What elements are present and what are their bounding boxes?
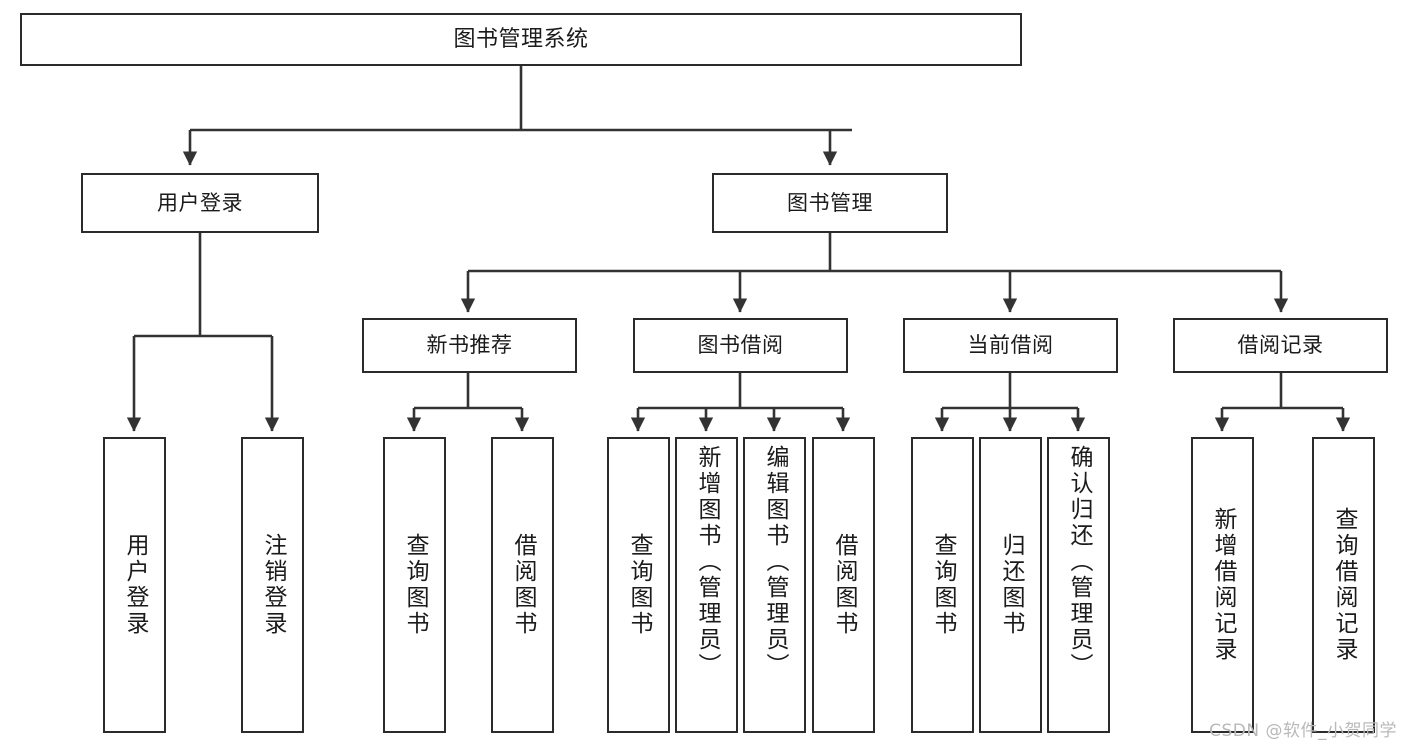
node-new-book-recommendation[interactable]: 新书推荐 <box>362 318 577 373</box>
node-label: 图书管理系统 <box>453 26 589 52</box>
leaf-query-books-current[interactable]: 查询图书 <box>911 437 974 733</box>
leaf-logout[interactable]: 注销登录 <box>241 437 304 733</box>
node-label: 借阅图书 <box>831 533 857 637</box>
leaf-query-borrow-record[interactable]: 查询借阅记录 <box>1312 437 1375 733</box>
leaf-query-books-new-recommendation[interactable]: 查询图书 <box>383 437 446 733</box>
node-label: 确认归还（管理员） <box>1066 445 1092 679</box>
node-label: 新增图书（管理员） <box>694 445 720 679</box>
node-current-borrowing[interactable]: 当前借阅 <box>903 318 1118 373</box>
node-label: 用户登录 <box>122 533 148 637</box>
node-label: 用户登录 <box>157 190 243 215</box>
leaf-return-books[interactable]: 归还图书 <box>979 437 1042 733</box>
leaf-add-borrow-record[interactable]: 新增借阅记录 <box>1191 437 1254 733</box>
leaf-add-book-admin[interactable]: 新增图书（管理员） <box>675 437 738 733</box>
node-label: 归还图书 <box>998 533 1024 637</box>
node-label: 图书管理 <box>787 190 873 215</box>
node-label: 新增借阅记录 <box>1210 507 1236 663</box>
node-label: 查询图书 <box>402 533 428 637</box>
node-label: 查询图书 <box>626 533 652 637</box>
leaf-edit-book-admin[interactable]: 编辑图书（管理员） <box>743 437 806 733</box>
node-label: 编辑图书（管理员） <box>762 445 788 679</box>
node-book-borrowing[interactable]: 图书借阅 <box>633 318 848 373</box>
leaf-confirm-return-admin[interactable]: 确认归还（管理员） <box>1047 437 1110 733</box>
node-label: 查询借阅记录 <box>1331 507 1357 663</box>
node-label: 注销登录 <box>260 533 286 637</box>
node-label: 新书推荐 <box>426 333 513 358</box>
leaf-borrow-books-new-recommendation[interactable]: 借阅图书 <box>491 437 554 733</box>
node-label: 图书借阅 <box>697 333 784 358</box>
leaf-query-books-borrowing[interactable]: 查询图书 <box>607 437 670 733</box>
node-library-management-system[interactable]: 图书管理系统 <box>20 13 1022 66</box>
leaf-user-login[interactable]: 用户登录 <box>103 437 166 733</box>
node-label: 查询图书 <box>930 533 956 637</box>
csdn-watermark: CSDN @软件_小贺同学 <box>1209 721 1397 741</box>
node-label: 借阅记录 <box>1237 333 1324 358</box>
node-book-management[interactable]: 图书管理 <box>712 173 948 233</box>
node-label: 借阅图书 <box>510 533 536 637</box>
leaf-borrow-books-borrowing[interactable]: 借阅图书 <box>812 437 875 733</box>
node-borrow-records[interactable]: 借阅记录 <box>1173 318 1388 373</box>
node-label: 当前借阅 <box>967 333 1054 358</box>
node-user-login[interactable]: 用户登录 <box>81 173 319 233</box>
